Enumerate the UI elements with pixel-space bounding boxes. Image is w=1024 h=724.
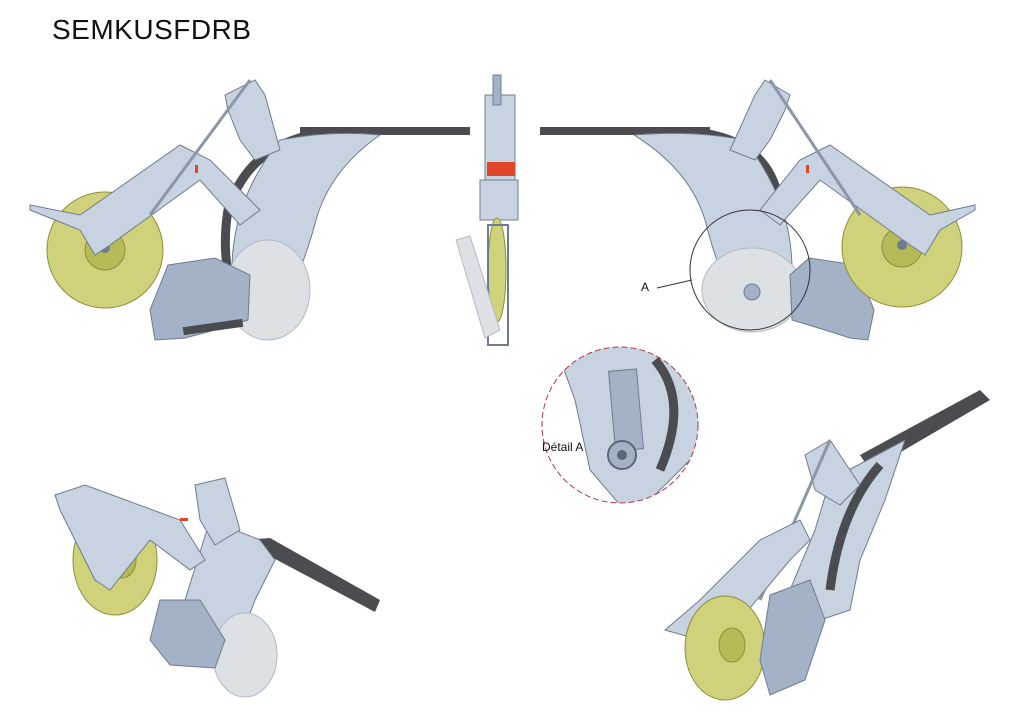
detail-bolt-center-icon — [617, 450, 627, 460]
disc-hub-icon — [744, 284, 760, 300]
front-plate — [480, 180, 518, 220]
iso-view-right — [665, 390, 990, 700]
iso-view-left — [55, 478, 380, 697]
callout-leader — [657, 280, 692, 288]
iso-indicator-icon — [180, 518, 188, 521]
top-bracket-right — [730, 80, 790, 160]
iso-shoe-right — [760, 580, 825, 695]
side-view-left — [30, 80, 470, 340]
callout-label-a: A — [641, 280, 649, 294]
iso-wheel-hub-right — [719, 628, 745, 662]
side-view-right: A — [540, 80, 975, 340]
depth-indicator-right-icon — [806, 165, 809, 173]
depth-indicator-icon — [195, 165, 198, 173]
iso-disc — [213, 613, 277, 697]
front-view — [456, 75, 518, 345]
detail-label: Détail A — [542, 440, 583, 454]
top-bracket — [225, 80, 280, 160]
detail-view: Détail A — [540, 345, 700, 505]
front-rod — [493, 75, 501, 105]
front-block-red — [487, 162, 515, 176]
